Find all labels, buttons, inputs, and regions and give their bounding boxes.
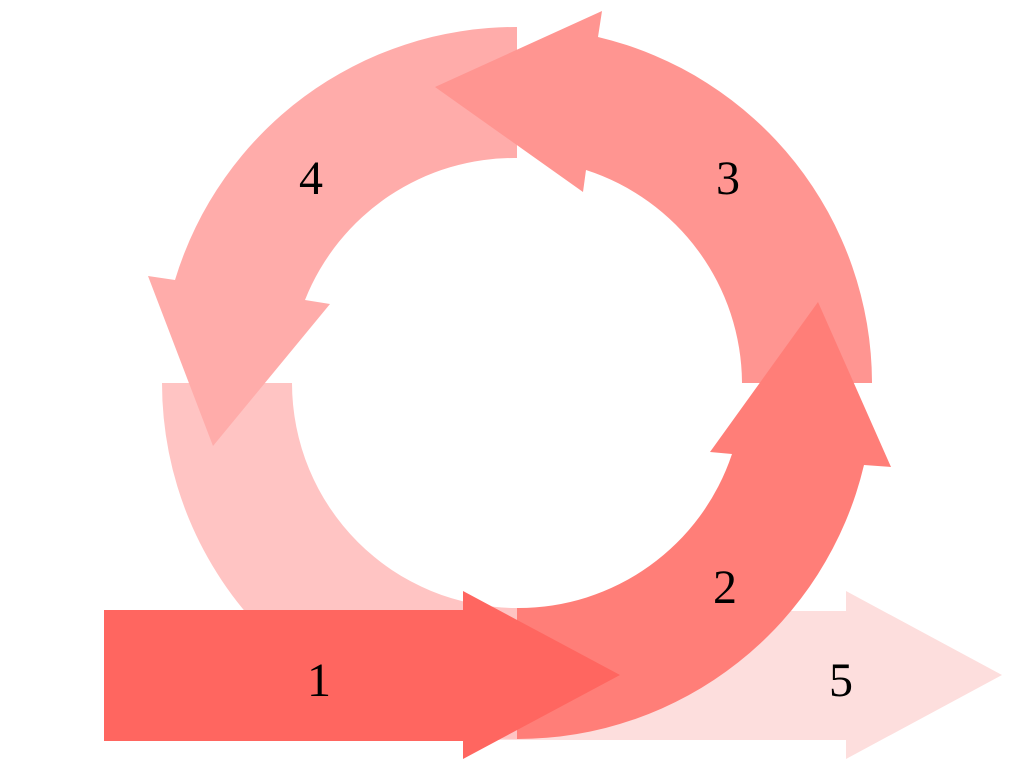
step-1-label: 1 <box>307 654 331 707</box>
step-1-arrow <box>104 591 620 759</box>
step-4-label: 4 <box>299 152 323 205</box>
step-4-arrow <box>148 26 517 446</box>
step-3-label: 3 <box>716 152 740 205</box>
step-2-label: 2 <box>713 561 737 614</box>
step-5-label: 5 <box>829 654 853 707</box>
step-3-arrow <box>435 11 872 383</box>
step-2-arrow <box>517 302 891 740</box>
